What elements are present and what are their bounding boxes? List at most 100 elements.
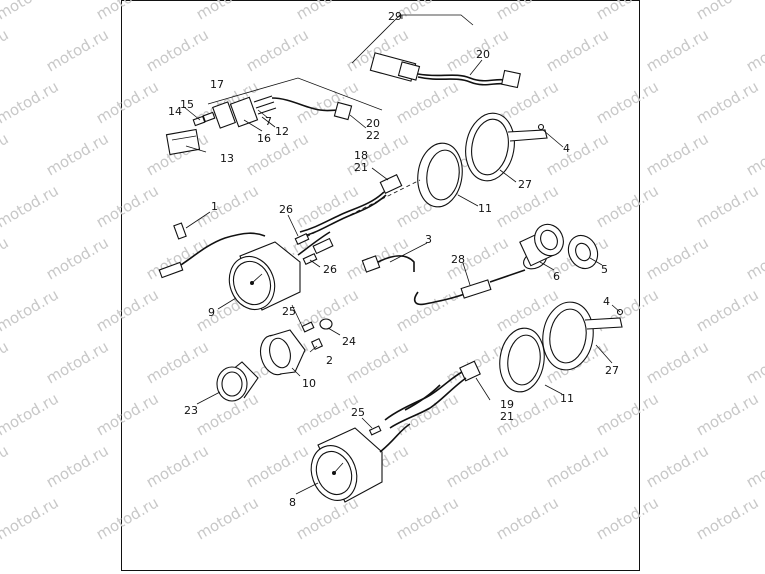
watermark-text: motod.ru bbox=[293, 181, 362, 231]
watermark-text: motod.ru bbox=[0, 233, 12, 283]
watermark-text: motod.ru bbox=[493, 0, 562, 23]
watermark-text: motod.ru bbox=[543, 441, 612, 491]
bracket-27-lower bbox=[542, 301, 624, 371]
watermark-text: motod.ru bbox=[243, 25, 312, 75]
watermark-text: motod.ru bbox=[743, 441, 765, 491]
watermark-text: motod.ru bbox=[393, 77, 462, 127]
callout-23: 23 bbox=[184, 404, 198, 417]
watermark-text: motod.ru bbox=[93, 0, 162, 23]
watermark-text: motod.ru bbox=[93, 493, 162, 543]
watermark-text: motod.ru bbox=[0, 181, 62, 231]
watermark-text: motod.ru bbox=[743, 129, 765, 179]
watermark-text: motod.ru bbox=[693, 493, 762, 543]
callout-9: 9 bbox=[208, 306, 215, 319]
callout-27-b: 27 bbox=[605, 364, 619, 377]
watermark-text: motod.ru bbox=[243, 441, 312, 491]
watermark-text: motod.ru bbox=[743, 233, 765, 283]
watermark-text: motod.ru bbox=[393, 285, 462, 335]
bracket-27-upper bbox=[465, 112, 548, 182]
watermark-text: motod.ru bbox=[643, 337, 712, 387]
watermark-text: motod.ru bbox=[693, 389, 762, 439]
indicator-23 bbox=[216, 361, 259, 402]
watermark-text: motod.ru bbox=[43, 129, 112, 179]
watermark-text: motod.ru bbox=[143, 337, 212, 387]
housing-10 bbox=[259, 329, 306, 376]
watermark-text: motod.ru bbox=[193, 493, 262, 543]
watermark-text: motod.ru bbox=[93, 77, 162, 127]
ring-11-lower bbox=[499, 327, 545, 393]
callout-27: 27 bbox=[518, 178, 532, 191]
callout-12: 12 bbox=[275, 125, 289, 138]
watermark-text: motod.ru bbox=[143, 25, 212, 75]
callout-25: 25 bbox=[282, 305, 296, 318]
tachometer-8 bbox=[310, 423, 411, 503]
watermark-text: motod.ru bbox=[643, 129, 712, 179]
watermark-text: motod.ru bbox=[293, 0, 362, 23]
leader-lines bbox=[183, 15, 621, 495]
parts-artwork bbox=[158, 14, 624, 503]
harness-19 bbox=[384, 360, 481, 429]
watermark-text: motod.ru bbox=[693, 0, 762, 23]
callout-26-b: 26 bbox=[323, 263, 337, 276]
watermark-text: motod.ru bbox=[293, 77, 362, 127]
watermark-text: motod.ru bbox=[343, 233, 412, 283]
harness-29 bbox=[351, 14, 521, 89]
speedometer-9 bbox=[228, 231, 331, 311]
callout-29: 29 bbox=[388, 10, 402, 23]
watermark-text: motod.ru bbox=[493, 493, 562, 543]
watermark-text: motod.ru bbox=[643, 441, 712, 491]
watermark-text: motod.ru bbox=[43, 233, 112, 283]
nuts-24-25 bbox=[301, 318, 333, 351]
watermark-text: motod.ru bbox=[393, 0, 462, 23]
callout-20-b: 20 bbox=[366, 117, 380, 130]
watermark-text: motod.ru bbox=[393, 493, 462, 543]
cable-3 bbox=[361, 255, 415, 273]
callout-21-b: 21 bbox=[500, 410, 514, 423]
watermark-text: motod.ru bbox=[93, 389, 162, 439]
watermark-text: motod.ru bbox=[0, 129, 12, 179]
watermark-text: motod.ru bbox=[743, 25, 765, 75]
callout-16: 16 bbox=[257, 132, 271, 145]
watermark-text: motod.ru bbox=[643, 233, 712, 283]
callout-1: 1 bbox=[211, 200, 218, 213]
callout-4: 4 bbox=[563, 142, 570, 155]
callout-3: 3 bbox=[425, 233, 432, 246]
watermark-text: motod.ru bbox=[193, 181, 262, 231]
bulbs-26 bbox=[294, 233, 334, 265]
callout-21: 21 bbox=[354, 161, 368, 174]
watermark-text: motod.ru bbox=[193, 0, 262, 23]
callout-26: 26 bbox=[279, 203, 293, 216]
callout-18: 18 bbox=[354, 149, 368, 162]
watermark-text: motod.ru bbox=[0, 77, 62, 127]
callout-8: 8 bbox=[289, 496, 296, 509]
ring-11-upper bbox=[299, 142, 463, 241]
watermark-text: motod.ru bbox=[693, 285, 762, 335]
watermark-text: motod.ru bbox=[143, 233, 212, 283]
callout-10: 10 bbox=[302, 377, 316, 390]
watermark-text: motod.ru bbox=[593, 0, 662, 23]
speed-sensor-1 bbox=[158, 222, 266, 279]
callout-25-b: 25 bbox=[351, 406, 365, 419]
callout-5: 5 bbox=[601, 263, 608, 276]
callout-28: 28 bbox=[451, 253, 465, 266]
callout-2: 2 bbox=[326, 354, 333, 367]
callout-11: 11 bbox=[478, 202, 492, 215]
watermark-text: motod.ru bbox=[43, 441, 112, 491]
watermark-text: motod.ru bbox=[293, 493, 362, 543]
watermark-text: motod.ru bbox=[0, 493, 62, 543]
watermark-text: motod.ru bbox=[0, 25, 12, 75]
watermark-text: motod.ru bbox=[93, 181, 162, 231]
watermark-text: motod.ru bbox=[593, 77, 662, 127]
callout-15: 15 bbox=[180, 98, 194, 111]
watermark-text: motod.ru bbox=[543, 129, 612, 179]
watermark-text: motod.ru bbox=[0, 285, 62, 335]
watermark-text: motod.ru bbox=[593, 493, 662, 543]
watermark-text: motod.ru bbox=[693, 181, 762, 231]
callout-13: 13 bbox=[220, 152, 234, 165]
callout-24: 24 bbox=[342, 335, 356, 348]
watermark-text: motod.ru bbox=[693, 77, 762, 127]
watermark-text: motod.ru bbox=[43, 337, 112, 387]
watermark-text: motod.ru bbox=[593, 181, 662, 231]
adapter-6 bbox=[519, 223, 564, 270]
watermark-text: motod.ru bbox=[543, 25, 612, 75]
